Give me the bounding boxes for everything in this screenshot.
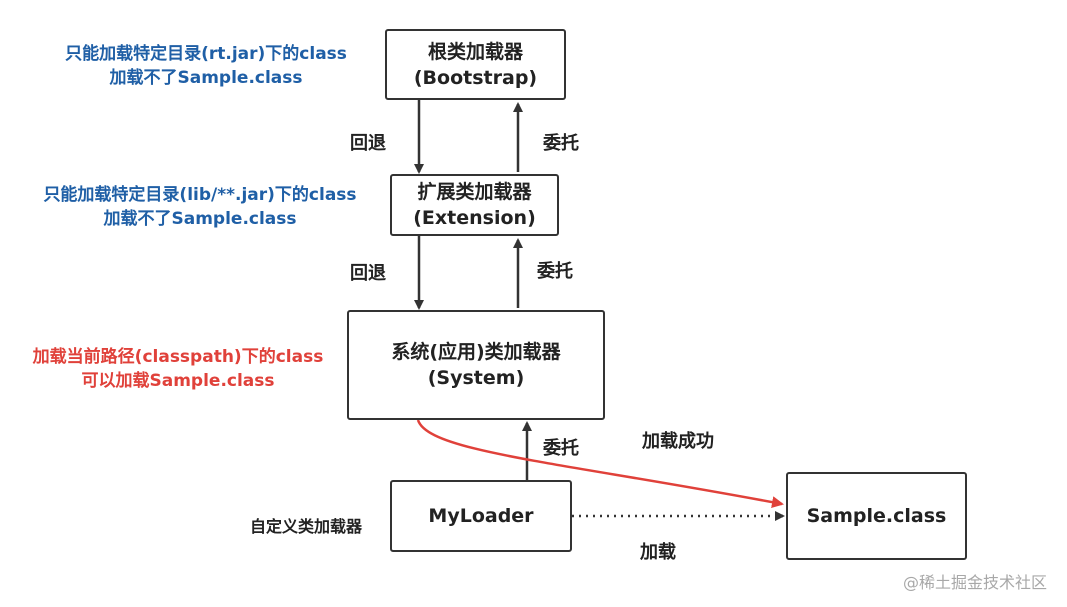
system-title: 系统(应用)类加载器 — [391, 341, 561, 363]
bootstrap-note: 只能加载特定目录(rt.jar)下的class 加载不了Sample.class — [38, 42, 374, 90]
load-label: 加载 — [640, 542, 676, 563]
load-success-label: 加载成功 — [642, 431, 714, 452]
bootstrap-note-line2: 加载不了Sample.class — [109, 68, 303, 88]
system-note-line2: 可以加载Sample.class — [81, 371, 275, 391]
fallback-label-top: 回退 — [350, 133, 386, 154]
fallback-label-mid: 回退 — [350, 263, 386, 284]
extension-title: 扩展类加载器 — [417, 181, 532, 203]
system-loader-box: 系统(应用)类加载器 (System) — [347, 310, 605, 420]
extension-note-line1: 只能加载特定目录(lib/**.jar)下的class — [43, 185, 357, 205]
delegate-label-bottom: 委托 — [543, 438, 579, 459]
load-success-arrow — [416, 419, 784, 509]
custom-loader-label: 自定义类加载器 — [250, 517, 363, 536]
bootstrap-subtitle: (Bootstrap) — [413, 66, 538, 89]
extension-loader-box: 扩展类加载器 (Extension) — [390, 174, 559, 236]
extension-note-line2: 加载不了Sample.class — [103, 209, 297, 229]
extension-note: 只能加载特定目录(lib/**.jar)下的class 加载不了Sample.c… — [14, 183, 386, 231]
sample-class-box: Sample.class — [786, 472, 967, 560]
myloader-box: MyLoader — [390, 480, 572, 552]
delegate-label-mid: 委托 — [537, 261, 573, 282]
myloader-title: MyLoader — [428, 505, 534, 527]
bootstrap-title: 根类加载器 — [427, 40, 523, 63]
delegate-label-top: 委托 — [543, 133, 579, 154]
system-subtitle: (System) — [427, 367, 525, 389]
system-note-line1: 加载当前路径(classpath)下的class — [32, 347, 324, 367]
extension-subtitle: (Extension) — [413, 207, 536, 229]
bootstrap-note-line1: 只能加载特定目录(rt.jar)下的class — [65, 44, 347, 64]
bootstrap-loader-box: 根类加载器 (Bootstrap) — [385, 29, 566, 100]
watermark: @稀土掘金技术社区 — [902, 573, 1047, 592]
sample-class-title: Sample.class — [806, 505, 947, 527]
system-note: 加载当前路径(classpath)下的class 可以加载Sample.clas… — [10, 345, 346, 393]
